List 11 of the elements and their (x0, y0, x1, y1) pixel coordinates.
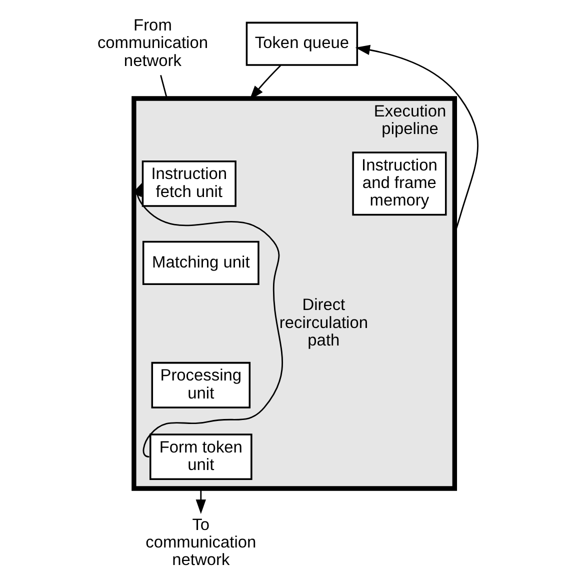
node-box: Instruction and frame memory (352, 152, 447, 216)
arrow (196, 488, 206, 514)
node-box: Processing unit (151, 362, 251, 408)
edge-label: Direct recirculation path (279, 296, 368, 350)
node-box: Instruction fetch unit (142, 160, 236, 207)
node-text: To communication network (146, 516, 256, 570)
node-box: Form token unit (150, 434, 252, 480)
connector (160, 75, 168, 99)
node-box: Matching unit (142, 240, 260, 285)
node-box: Token queue (246, 22, 358, 66)
node-text: From communication network (97, 16, 208, 70)
